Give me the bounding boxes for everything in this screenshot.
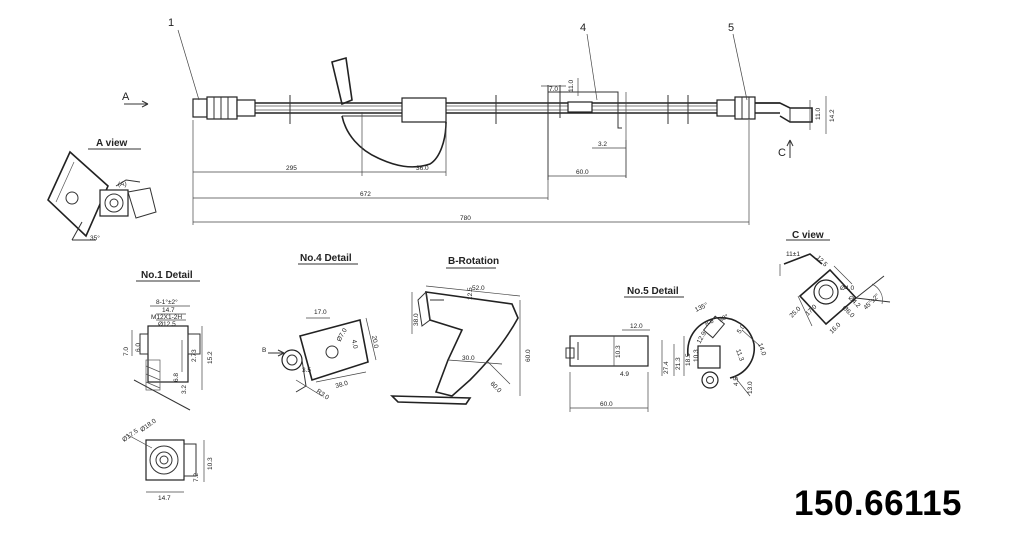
no5-detail-title: No.5 Detail (627, 286, 679, 297)
dim-label: 12.5 (815, 254, 829, 268)
a-view-title: A view (96, 138, 128, 149)
dim-label: Ø17.5 (121, 428, 140, 444)
part-number: 150.66115 (793, 484, 962, 523)
a-view-marker: (A) (118, 181, 127, 188)
dim-label: 3.2 (598, 141, 607, 148)
dim-label: 2.73 (191, 349, 198, 362)
view-marker-c: C (778, 147, 786, 159)
b-rotation-detail (390, 267, 521, 405)
dim-label: 52.0 (472, 285, 485, 292)
dim-label: 6.8 (173, 373, 180, 382)
dim-label: Ø6.0 (841, 304, 856, 319)
dim-label: 14.7 (162, 307, 175, 314)
dim-label: 60.0 (525, 349, 532, 362)
dim-label: 8-1°±2° (156, 298, 178, 306)
dim-label: 20.0 (370, 335, 379, 349)
dim-label: 11.0 (815, 107, 822, 120)
callout-1: 1 (168, 17, 174, 29)
dim-label: 21.3 (675, 357, 682, 370)
dim-label: 18.5 (685, 353, 692, 366)
view-marker-a: A (122, 91, 130, 103)
main-hose-assembly (124, 29, 827, 225)
dim-label: 12.5 (467, 287, 474, 300)
dim-label: 780 (460, 215, 471, 222)
dim-label: 4.9 (620, 371, 629, 378)
dim-label: 10.3 (693, 349, 700, 362)
b-rotation-title: B-Rotation (448, 256, 499, 267)
dim-label: 60.0 (489, 380, 503, 394)
dim-label: 10.3 (615, 345, 622, 358)
dim-label: 14.7 (158, 495, 171, 502)
dim-label: Ø18.0 (139, 418, 158, 434)
dim-label: 11.3 (734, 348, 745, 362)
dim-label: 60.0 (600, 401, 613, 408)
dim-label: 3.2 (181, 385, 188, 394)
dim-label: 3.5 (302, 367, 311, 374)
dim-label: R3.0 (315, 388, 331, 402)
dim-label: 30.0 (462, 355, 475, 362)
dim-label: 135° (693, 301, 709, 314)
dim-label: Ø4.0 (840, 285, 854, 292)
dim-label: 295 (286, 165, 297, 172)
dim-label: 10.3 (207, 457, 214, 470)
dim-label: 7.2 (193, 473, 200, 482)
dim-label: 30° (717, 312, 730, 324)
callout-5: 5 (728, 22, 734, 34)
dim-label: 11.0 (568, 79, 575, 92)
dim-label: 8.0 (704, 317, 715, 327)
dim-label: 38.0 (335, 380, 349, 390)
dim-label: 27.4 (663, 361, 670, 374)
dim-label: 11±1 (786, 251, 800, 258)
dim-label: 45°±2° (862, 292, 882, 312)
dim-label: 4.5 (733, 377, 740, 386)
a-view-angle: 35° (90, 234, 100, 242)
dim-label: 38.0 (413, 313, 420, 326)
dim-label: 14.2 (829, 109, 836, 122)
dim-label: 36.0 (416, 165, 429, 172)
dim-label: Ø12.5 (158, 321, 176, 328)
dim-label: M12X1-2H (151, 314, 182, 321)
dim-label: 17.0 (314, 309, 327, 316)
c-view-title: C view (792, 230, 824, 241)
c-view-detail (779, 239, 891, 327)
dim-label: 672 (360, 191, 371, 198)
dim-label: 4.0 (350, 339, 359, 349)
dim-label: Ø7.0 (336, 327, 349, 343)
dim-label: 15.2 (207, 351, 214, 364)
dim-label: 6.0 (135, 343, 142, 352)
a-view-detail (47, 148, 157, 241)
dim-label: 13.0 (747, 381, 754, 394)
no1-detail-title: No.1 Detail (141, 270, 193, 281)
no4-b-marker: B (262, 347, 266, 354)
dim-label: 7.0 (549, 86, 558, 93)
dim-label: 60.0 (576, 169, 589, 176)
dim-label: 5.0 (736, 323, 747, 335)
no1-detail (125, 280, 205, 493)
dim-label: 12.0 (630, 323, 643, 330)
dim-label: 25.0 (788, 305, 802, 319)
dim-label: 16.0 (828, 321, 842, 335)
callout-4: 4 (580, 22, 586, 34)
dim-label: 7.0 (123, 347, 130, 356)
no4-detail-title: No.4 Detail (300, 253, 352, 264)
dim-label: 14.0 (756, 342, 767, 357)
no5-detail (565, 296, 761, 412)
no4-detail (268, 263, 377, 397)
dim-label: 17.0 (804, 303, 818, 317)
